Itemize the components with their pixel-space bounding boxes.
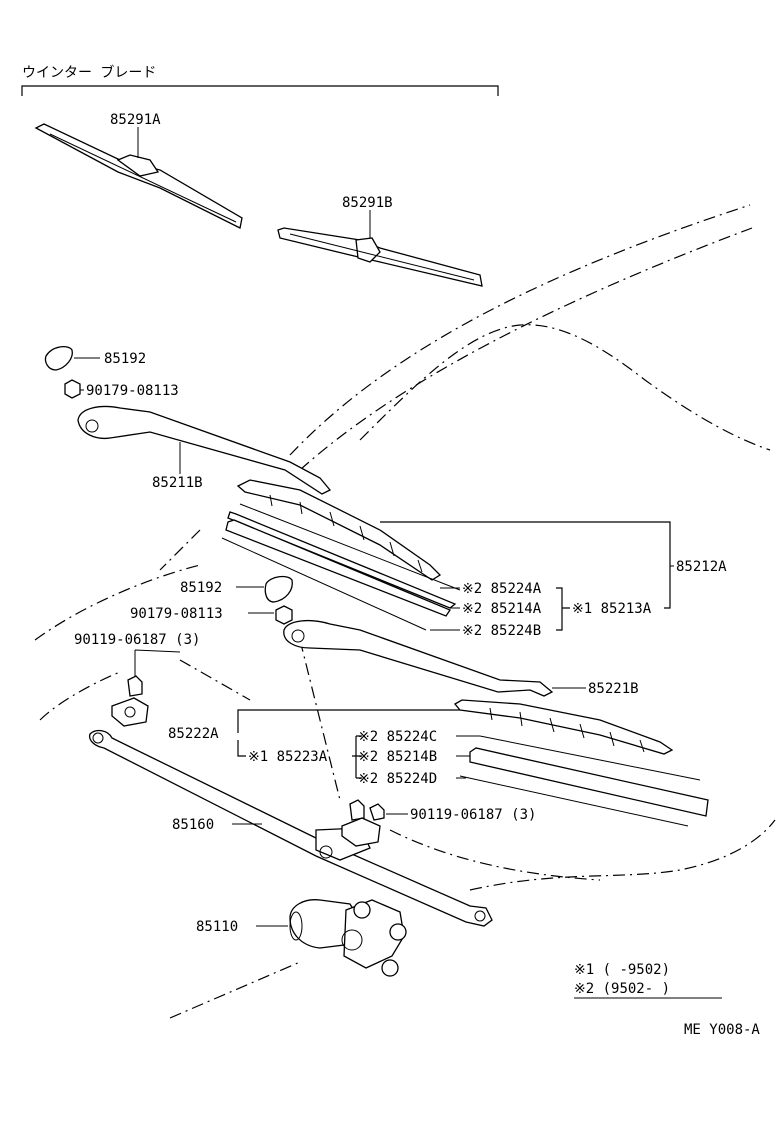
header-bracket — [21, 85, 499, 96]
label-90179-mid: 90179-08113 — [130, 606, 223, 622]
cowl-line-left — [34, 564, 201, 641]
label-85224B: ※2 85224B — [462, 623, 541, 639]
cowl-line-left-3 — [159, 529, 201, 571]
winter-blade-left — [34, 123, 243, 229]
label-85192-mid: 85192 — [180, 580, 222, 596]
label-85110: 85110 — [196, 919, 238, 935]
blade-assembly-right — [454, 699, 674, 755]
label-85223A: ※1 85223A — [248, 749, 328, 765]
label-90179-top: 90179-08113 — [86, 383, 179, 399]
pivot-right — [341, 799, 385, 847]
nut-mid — [275, 605, 293, 625]
bracket-85222A-top — [237, 709, 460, 733]
pivot-axis-line — [299, 639, 341, 801]
winter-blade-right — [277, 227, 483, 287]
blade-refill-right — [459, 735, 709, 827]
cowl-line-left-2 — [39, 671, 121, 721]
cowl-line-right-2 — [389, 829, 601, 881]
blade-assembly-left — [236, 479, 442, 581]
pivot-left — [111, 675, 149, 727]
cowl-line-bottom — [169, 961, 301, 1019]
label-85211B: 85211B — [152, 475, 203, 491]
label-85291A: 85291A — [110, 112, 161, 128]
body-line — [359, 324, 771, 451]
label-90119-right: 90119-06187 (3) — [410, 807, 536, 823]
legend-note-2: ※2 (9502- ) — [574, 981, 670, 997]
label-85214B: ※2 85214B — [358, 749, 437, 765]
bracket-85223A — [352, 735, 362, 779]
bracket-85213A — [556, 587, 570, 631]
header-title: ウインター ブレード — [22, 64, 156, 81]
pivot-cap-top — [44, 345, 73, 371]
label-85192-top: 85192 — [104, 351, 146, 367]
bracket-85222A-bottom — [237, 740, 246, 757]
wiper-arm-right — [283, 619, 554, 697]
windshield-outline-inner — [299, 227, 753, 471]
pivot-cap-mid — [264, 575, 293, 603]
label-85224A: ※2 85224A — [462, 581, 542, 597]
windshield-outline — [289, 204, 751, 456]
label-85291B: 85291B — [342, 195, 393, 211]
label-85224D: ※2 85224D — [358, 771, 437, 787]
label-85222A: 85222A — [168, 726, 219, 742]
leader-90119-left — [134, 649, 181, 678]
label-85213A: ※1 85213A — [572, 601, 652, 617]
cowl-line-right — [469, 819, 776, 891]
wiper-arm-left — [77, 405, 332, 495]
label-85224C: ※2 85224C — [358, 729, 437, 745]
label-85212A: 85212A — [676, 559, 727, 575]
cowl-line-mid — [179, 659, 251, 701]
bracket-85212A — [380, 521, 671, 609]
label-85221B: 85221B — [588, 681, 639, 697]
diagram-code: ME Y008-A — [684, 1022, 760, 1038]
wiper-motor — [289, 899, 407, 977]
label-85214A: ※2 85214A — [462, 601, 542, 617]
legend-note-1: ※1 ( -9502) — [574, 962, 670, 978]
label-90119-left: 90119-06187 (3) — [74, 632, 200, 648]
label-85160: 85160 — [172, 817, 214, 833]
nut-top — [64, 379, 81, 399]
blade-refill-left — [221, 503, 461, 631]
